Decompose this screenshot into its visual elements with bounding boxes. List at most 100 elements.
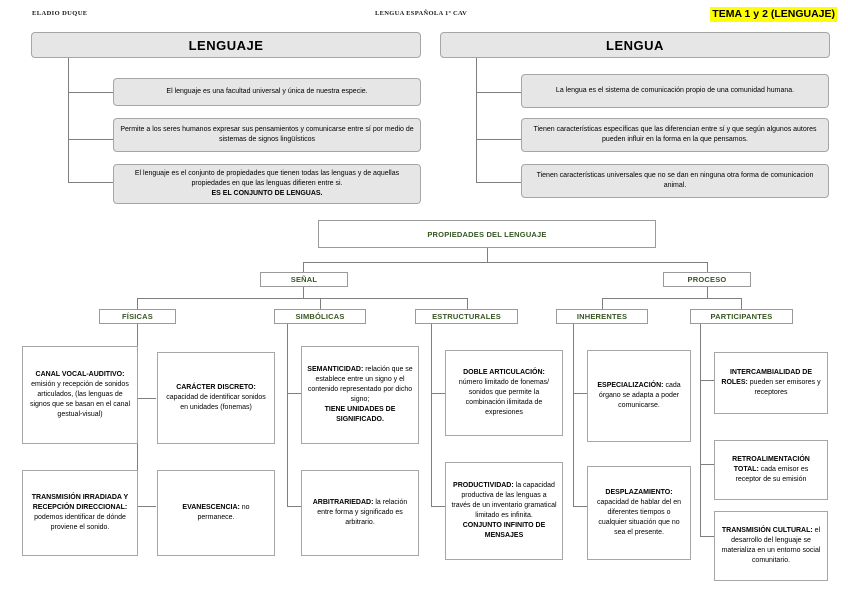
category-box-estructurales: ESTRUCTURALES	[415, 309, 518, 324]
leaf-transmision-irradiada-text: podemos identificar de dónde proviene el…	[34, 514, 126, 531]
lengua-item-3-text: Tienen características universales que n…	[536, 172, 814, 189]
header-author: ELADIO DUQUE	[32, 10, 88, 17]
fisicas-leaf-line-3	[137, 398, 156, 399]
leaf-canal-vocal-auditivo: CANAL VOCAL-AUDITIVO: emisión y recepció…	[22, 346, 138, 444]
branch-label-proceso: PROCESO	[687, 275, 727, 284]
lenguaje-item-2-text: Permite a los seres humanos expresar sus…	[120, 126, 414, 143]
leaf-transmision-cultural-text: el desarrollo del lenguaje se materializ…	[721, 527, 821, 564]
lengua-branch-line-2	[476, 139, 521, 140]
leaf-arbitrariedad-text: la relación entre forma y significado es…	[317, 499, 408, 526]
senal-stem-line	[303, 287, 304, 298]
leaf-semanticidad-key: SEMANTICIDAD:	[307, 366, 364, 373]
fisicas-drop-line	[137, 298, 138, 309]
lenguaje-trunk-line	[68, 58, 69, 182]
lengua-trunk-line	[476, 58, 477, 182]
category-box-inherentes: INHERENTES	[556, 309, 648, 324]
leaf-transmision-cultural-key: TRANSMISIÓN CULTURAL:	[721, 527, 813, 534]
leaf-intercambialidad-de-roles-text: pueden ser emisores y receptores	[747, 379, 821, 396]
inherentes-leaf-line-1	[573, 393, 587, 394]
category-label-participantes: PARTICIPANTES	[710, 312, 773, 321]
leaf-retroalimentacion-total-text: cada emisor es receptor de su emisión	[735, 466, 809, 483]
simbolicas-spine-line	[287, 324, 288, 506]
participantes-leaf-line-2	[700, 464, 714, 465]
estructurales-drop-line	[467, 298, 468, 309]
lenguaje-branch-line-2	[68, 139, 113, 140]
category-box-participantes: PARTICIPANTES	[690, 309, 793, 324]
leaf-productividad-text: la capacidad productiva de las lenguas a…	[451, 482, 557, 519]
inherentes-spine-line	[573, 324, 574, 506]
leaf-arbitrariedad: ARBITRARIEDAD: la relación entre forma y…	[301, 470, 419, 556]
leaf-retroalimentacion-total-key: RETROALIMENTACIÓN TOTAL:	[732, 456, 810, 473]
lengua-title: LENGUA	[606, 37, 664, 53]
lenguaje-item-3-emphasis: ES EL CONJUNTO DE LENGUAS.	[211, 190, 323, 197]
leaf-semanticidad: SEMANTICIDAD: relación que se establece …	[301, 346, 419, 444]
leaf-transmision-irradiada: TRANSMISIÓN IRRADIADA Y RECEPCIÓN DIRECC…	[22, 470, 138, 556]
lenguaje-branch-line-1	[68, 92, 113, 93]
leaf-especializacion: ESPECIALIZACIÓN: cada órgano se adapta a…	[587, 350, 691, 442]
lengua-item-3: Tienen características universales que n…	[521, 164, 829, 198]
participantes-spine-line	[700, 324, 701, 536]
leaf-evanescencia-key: EVANESCENCIA:	[182, 504, 240, 511]
lenguaje-item-3-text: El lenguaje es el conjunto de propiedade…	[134, 170, 400, 187]
estructurales-spine-line	[431, 324, 432, 506]
leaf-caracter-discreto: CARÁCTER DISCRETO: capacidad de identifi…	[157, 352, 275, 444]
lenguaje-item-2: Permite a los seres humanos expresar sus…	[113, 118, 421, 152]
branch-label-senal: SEÑAL	[290, 275, 318, 284]
leaf-desplazamiento: DESPLAZAMIENTO: capacidad de hablar del …	[587, 466, 691, 560]
lengua-branch-line-3	[476, 182, 521, 183]
category-box-fisicas: FÍSICAS	[99, 309, 176, 324]
lengua-title-box: LENGUA	[440, 32, 830, 58]
header-course: LENGUA ESPAÑOLA 1º CAV	[375, 10, 468, 17]
proceso-bus-line	[602, 298, 741, 299]
leaf-caracter-discreto-text: capacidad de identificar sonidos en unid…	[166, 394, 266, 411]
lengua-item-1: La lengua es el sistema de comunicación …	[521, 74, 829, 108]
leaf-doble-articulacion: DOBLE ARTICULACIÓN: número limitado de f…	[445, 350, 563, 436]
branch-box-proceso: PROCESO	[663, 272, 751, 287]
proceso-drop-line	[707, 262, 708, 273]
category-label-estructurales: ESTRUCTURALES	[432, 312, 501, 321]
leaf-retroalimentacion-total: RETROALIMENTACIÓN TOTAL: cada emisor es …	[714, 440, 828, 500]
lenguaje-branch-line-3	[68, 182, 113, 183]
estructurales-leaf-line-1	[431, 393, 445, 394]
leaf-intercambialidad-de-roles-key: INTERCAMBIALIDAD DE ROLES:	[721, 369, 813, 386]
senal-drop-line	[303, 262, 304, 273]
category-label-inherentes: INHERENTES	[576, 312, 628, 321]
leaf-especializacion-key: ESPECIALIZACIÓN:	[597, 382, 664, 389]
header-topic-highlight: TEMA 1 y 2 (LENGUAJE)	[710, 7, 837, 22]
participantes-drop-line	[741, 298, 742, 309]
leaf-especializacion-text: cada órgano se adapta a poder comunicars…	[598, 382, 681, 409]
fisicas-leaf-line-4	[137, 506, 156, 507]
leaf-transmision-cultural: TRANSMISIÓN CULTURAL: el desarrollo del …	[714, 511, 828, 581]
lenguaje-title: LENGUAJE	[188, 37, 264, 53]
leaf-productividad: PRODUCTIVIDAD: la capacidad productiva d…	[445, 462, 563, 560]
propiedades-root-box: PROPIEDADES DEL LENGUAJE	[318, 220, 656, 248]
leaf-transmision-irradiada-key: TRANSMISIÓN IRRADIADA Y RECEPCIÓN DIRECC…	[31, 494, 129, 511]
lenguaje-item-3: El lenguaje es el conjunto de propiedade…	[113, 164, 421, 204]
simbolicas-leaf-line-2	[287, 506, 301, 507]
leaf-canal-vocal-auditivo-text: emisión y recepción de sonidos articulad…	[29, 381, 131, 418]
lengua-item-1-text: La lengua es el sistema de comunicación …	[555, 87, 795, 94]
lengua-item-2-text: Tienen características específicas que l…	[533, 126, 817, 143]
branch-box-senal: SEÑAL	[260, 272, 348, 287]
inherentes-leaf-line-2	[573, 506, 587, 507]
leaf-intercambialidad-de-roles: INTERCAMBIALIDAD DE ROLES: pueden ser em…	[714, 352, 828, 414]
leaf-desplazamiento-key: DESPLAZAMIENTO:	[605, 489, 673, 496]
propiedades-root-label: PROPIEDADES DEL LENGUAJE	[427, 229, 547, 239]
simbolicas-leaf-line-1	[287, 393, 301, 394]
lenguaje-item-1-text: El lenguaje es una facultad universal y …	[166, 88, 368, 95]
leaf-productividad-key: PRODUCTIVIDAD:	[453, 482, 514, 489]
category-label-simbolicas: SIMBÓLICAS	[295, 312, 345, 321]
proceso-stem-line	[707, 287, 708, 298]
leaf-caracter-discreto-key: CARÁCTER DISCRETO:	[176, 384, 256, 391]
senal-bus-line	[137, 298, 467, 299]
leaf-desplazamiento-text: capacidad de hablar del en diferentes ti…	[596, 499, 682, 536]
leaf-semanticidad-text: relación que se establece entre un signo…	[307, 366, 413, 403]
lenguaje-title-box: LENGUAJE	[31, 32, 421, 58]
category-label-fisicas: FÍSICAS	[122, 312, 153, 321]
leaf-evanescencia: EVANESCENCIA: no permanece.	[157, 470, 275, 556]
leaf-doble-articulacion-text: número limitado de fonemas/ sonidos que …	[458, 379, 550, 416]
lenguaje-item-1: El lenguaje es una facultad universal y …	[113, 78, 421, 106]
root-stem-line	[487, 248, 488, 262]
lengua-branch-line-1	[476, 92, 521, 93]
